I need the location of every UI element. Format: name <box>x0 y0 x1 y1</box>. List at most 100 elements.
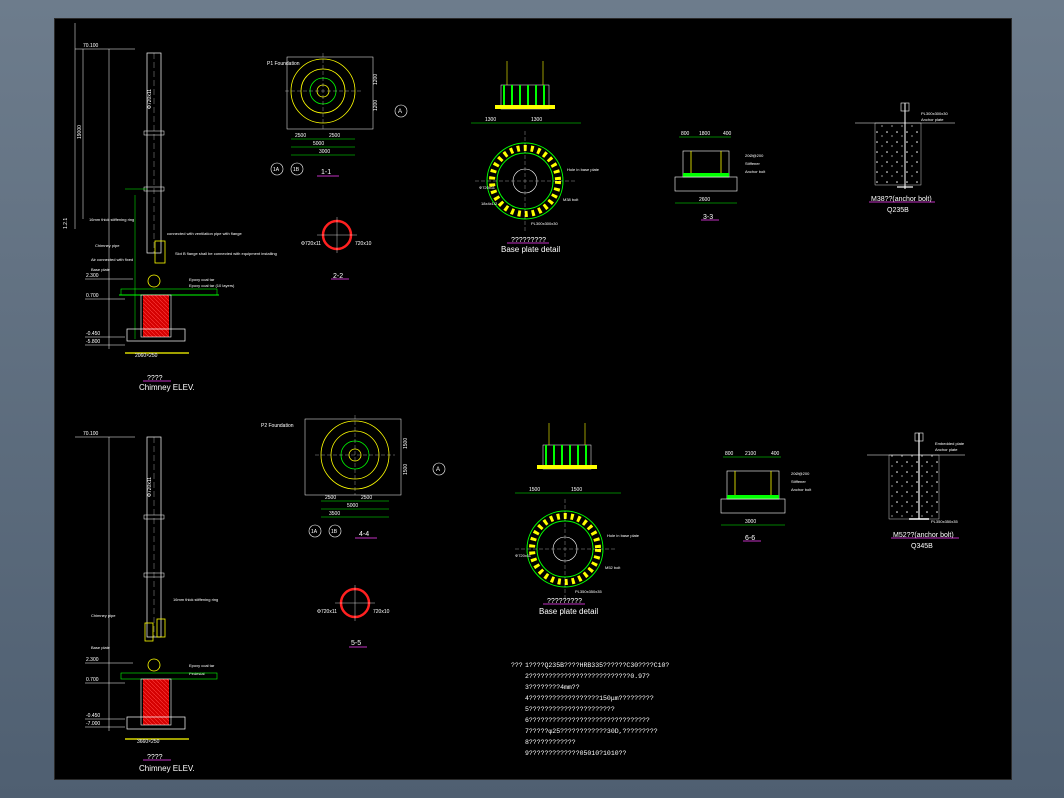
note-line-9: 9?????????????05010?1010?? <box>525 750 627 757</box>
s55-label: 5-5 <box>351 640 361 647</box>
elev2-level-3: -0.450 <box>86 713 100 719</box>
bolt1-note-1: Anchor plate <box>921 117 944 122</box>
plan4-dim-6: 1500 <box>403 464 409 475</box>
bolt1-title: M38??(anchor bolt) <box>871 196 932 203</box>
note-line-5: 5?????????????????????? <box>525 706 615 713</box>
elev2-callout-4: Epoxy coal tar <box>189 663 215 668</box>
plan1-axis-a: 1A <box>273 167 280 173</box>
elev2-level-1: 2.300 <box>86 657 99 663</box>
s33-label: 3-3 <box>703 214 713 221</box>
bp1-dim-2: 1300 <box>531 117 542 123</box>
s66-note-2: Stiffener <box>791 479 806 484</box>
bolt2-title: M52??(anchor bolt) <box>893 532 954 539</box>
s55-right: 720x10 <box>373 609 390 615</box>
bolt2-grade: Q345B <box>911 543 933 550</box>
elev1-callout-3: Chimney pipe <box>95 243 120 248</box>
plan4-axis-b: 1B <box>331 529 338 535</box>
note-line-4: 4??????????????????150μm????????? <box>525 695 654 702</box>
section-2-2: Φ720x11 720x10 2-2 <box>301 217 372 280</box>
bp2-note-2: Φ720x11 <box>515 553 532 558</box>
bp1-dim-1: 1300 <box>485 117 496 123</box>
s33-dim-1: 800 <box>681 131 690 137</box>
plan4-dim-2: 2500 <box>361 495 372 501</box>
plan1-grid-a: A <box>398 109 402 115</box>
elev1-title-en: Chimney ELEV. <box>139 383 195 392</box>
bp1-note-1: Hole in base plate <box>567 167 600 172</box>
chimney-elevation-1: 70.100 19000 1.2.1 Φ720x11 16mm thick st… <box>63 23 277 392</box>
note-line-2: 2??????????????????????????0.97? <box>525 673 650 680</box>
elev1-top-level: 70.100 <box>83 43 99 49</box>
elev1-level-4: -5.800 <box>86 339 100 345</box>
elev1-callout-2: connected with ventilation pipe with fla… <box>167 231 242 236</box>
elev1-base-dim: 2060×250 <box>135 353 158 359</box>
bp2-note-1: Hole in base plate <box>607 533 640 538</box>
anchor-bolt-detail-2: Anchor plate Embedded plate PL350x350x35… <box>867 432 965 550</box>
elev2-level-2: 0.700 <box>86 677 99 683</box>
chimney-elevation-2: 70.100 Φ720x11 16mm thick stiffening rin… <box>75 431 218 773</box>
s66-dim-4: 3000 <box>745 519 756 525</box>
bp2-title: ????????? <box>547 598 582 605</box>
elev1-level-1: 2.300 <box>86 273 99 279</box>
plan1-dim-6: 1200 <box>373 100 379 111</box>
s66-note-3: Anchor bolt <box>791 487 812 492</box>
bp1-title: ????????? <box>511 237 546 244</box>
elev2-callout-1: 16mm thick stiffening ring <box>173 597 218 602</box>
elev2-level-4: -7.000 <box>86 721 100 727</box>
elev2-base-dim: 3660×250 <box>137 739 160 745</box>
plan1-dim-3: 5000 <box>313 141 324 147</box>
ventilation-flange-1 <box>154 240 166 264</box>
elev2-title-en: Chimney ELEV. <box>139 764 195 773</box>
elev1-dim-a: 1.2.1 <box>63 218 69 229</box>
cad-drawing-canvas[interactable]: 70.100 19000 1.2.1 Φ720x11 16mm thick st… <box>54 18 1012 780</box>
elev2-callout-2: Chimney pipe <box>91 613 116 618</box>
s66-note-1: 20Ø@200 <box>791 471 810 476</box>
plan1-axis-b: 1B <box>293 167 300 173</box>
elev1-callout-1: 16mm thick stiffening ring <box>89 217 134 222</box>
note-line-8: 8???????????? <box>525 739 576 746</box>
elev2-title-cn: ???? <box>147 754 163 761</box>
elev1-pipe-label: Φ720x11 <box>147 89 153 109</box>
bp2-sub: Base plate detail <box>539 607 598 616</box>
bp1-note-3: M38 bolt <box>563 197 579 202</box>
plan4-axis-a: 1A <box>311 529 318 535</box>
foundation-plan-4-4: P2 Foundation 2500 2500 5000 3500 1500 1… <box>261 415 446 539</box>
plan4-dim-5: 1500 <box>403 438 409 449</box>
bp2-note-4: PL350x350x35 <box>575 589 602 594</box>
bp2-dim-1: 1500 <box>529 487 540 493</box>
note-line-6: 6??????????????????????????????? <box>525 717 650 724</box>
plan1-dim-2: 2500 <box>329 133 340 139</box>
elev1-dim-height: 19000 <box>77 125 83 139</box>
section-6-6: 800 2100 400 20Ø@200 Stiffener Anchor bo… <box>720 451 812 542</box>
bp1-note-5: PL300x300x30 <box>531 221 558 226</box>
s33-note-3: Anchor bolt <box>745 169 766 174</box>
notes-heading: ??? <box>511 662 523 669</box>
plan4-dim-1: 2500 <box>325 495 336 501</box>
pedestal-2 <box>143 679 169 725</box>
elev1-callout-4: Air connected with fixed <box>91 257 133 262</box>
plan4-label: 4-4 <box>359 531 369 538</box>
s66-label: 6-6 <box>745 535 755 542</box>
note-line-7: 7?????φ25????????????30D,????????? <box>525 728 658 735</box>
s22-right: 720x10 <box>355 241 372 247</box>
s33-dim-2: 1800 <box>699 131 710 137</box>
bolt1-grade: Q235B <box>887 207 909 214</box>
elev1-callout-6: Base plate <box>91 267 111 272</box>
s55-left: Φ720x11 <box>317 609 337 615</box>
base-plate-detail-2: 1500 1500 Hole in base plate Φ720x11 M52… <box>515 423 640 616</box>
plan1-label: 1-1 <box>321 169 331 176</box>
pedestal-1 <box>143 295 169 337</box>
plan4-found-label: P2 Foundation <box>261 423 294 429</box>
s66-dim-3: 400 <box>771 451 780 457</box>
elev2-top-level: 70.100 <box>83 431 99 437</box>
plan4-dim-4: 3500 <box>329 511 340 517</box>
s22-left: Φ720x11 <box>301 241 321 247</box>
elev2-callout-3: Base plate <box>91 645 111 650</box>
section-5-5: Φ720x11 720x10 5-5 <box>317 585 390 648</box>
s66-dim-2: 2100 <box>745 451 756 457</box>
s33-dim-3: 400 <box>723 131 732 137</box>
general-notes: ??? 1????Q235B????HRB335??????C30????C10… <box>511 662 669 757</box>
elev2-pipe-label: Φ720x11 <box>147 477 153 497</box>
s33-dim-4: 2600 <box>699 197 710 203</box>
plan1-dim-4: 3000 <box>319 149 330 155</box>
elev2-callout-5: Pedestal <box>189 671 205 676</box>
